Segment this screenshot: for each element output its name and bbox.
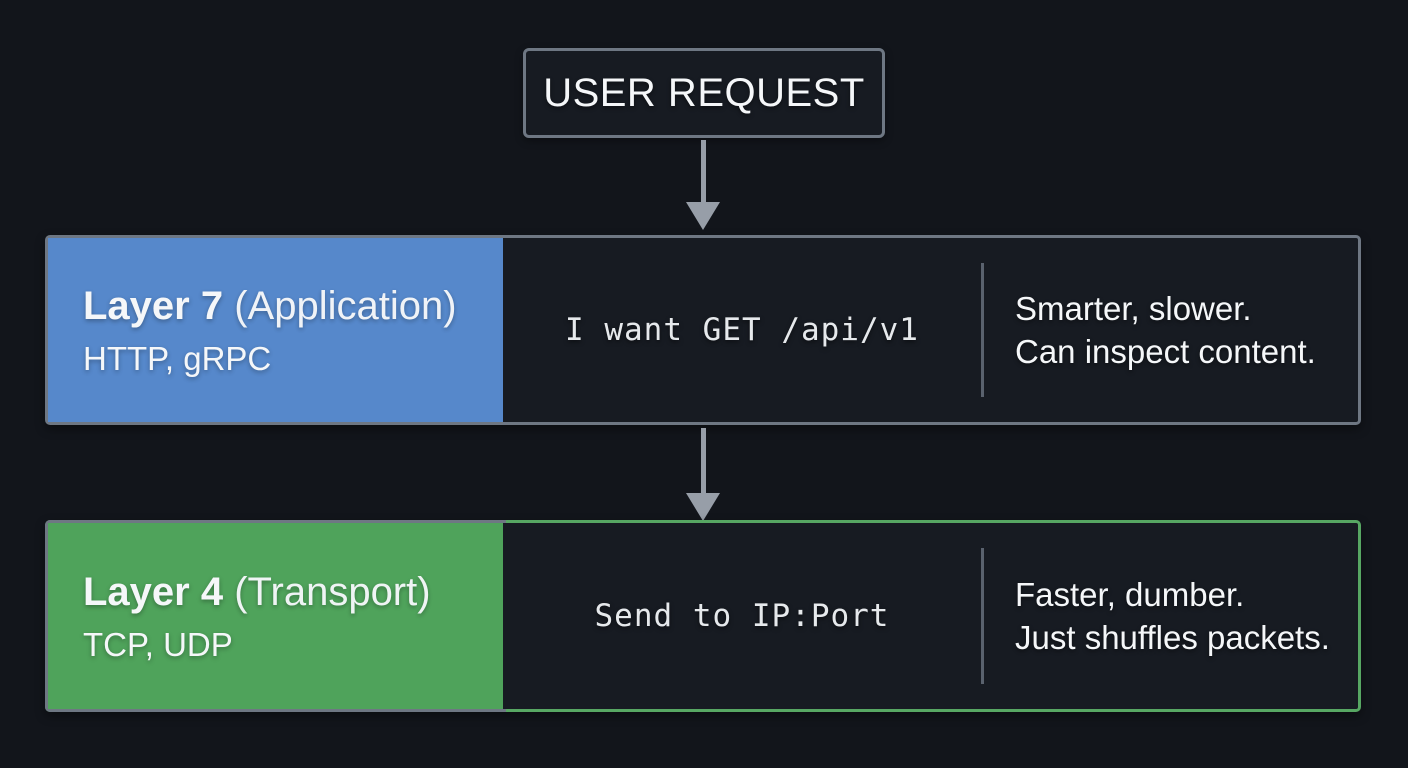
arrow-head: [686, 493, 720, 521]
layer7-name: Layer 7: [83, 284, 224, 328]
arrow-stem: [701, 140, 706, 203]
user-request-label: USER REQUEST: [543, 70, 865, 115]
layer4-name: Layer 4: [83, 570, 224, 614]
layer7-label-panel: Layer 7 (Application) HTTP, gRPC: [48, 238, 503, 422]
arrow-head: [686, 202, 720, 230]
layer7-protocols: HTTP, gRPC: [83, 340, 272, 377]
layer4-protocols: TCP, UDP: [83, 626, 233, 663]
layer4-note-line2: Just shuffles packets.: [1015, 619, 1330, 656]
down-arrow-icon: [686, 140, 720, 230]
layer4-label-panel: Layer 4 (Transport) TCP, UDP: [48, 523, 503, 709]
layer4-divider: [981, 548, 984, 684]
layer4-message: Send to IP:Port: [594, 598, 890, 634]
layer7-title: Layer 7 (Application): [83, 282, 503, 330]
down-arrow-icon: [686, 428, 720, 521]
layer7-divider: [981, 263, 984, 397]
layer7-message-zone: I want GET /api/v1: [503, 238, 981, 422]
layer7-message: I want GET /api/v1: [565, 312, 919, 348]
layer7-note-zone: Smarter, slower. Can inspect content.: [1015, 238, 1358, 422]
layer4-title: Layer 4 (Transport): [83, 568, 503, 616]
layer4-note-zone: Faster, dumber. Just shuffles packets.: [1015, 523, 1358, 709]
layer7-qualifier: (Application): [234, 284, 457, 328]
layer4-qualifier: (Transport): [234, 570, 431, 614]
layer4-row: Layer 4 (Transport) TCP, UDP Send to IP:…: [45, 520, 1361, 712]
user-request-box: USER REQUEST: [523, 48, 885, 138]
layer4-message-zone: Send to IP:Port: [503, 523, 981, 709]
layer7-note-line2: Can inspect content.: [1015, 333, 1316, 370]
arrow-stem: [701, 428, 706, 494]
layer7-note-line1: Smarter, slower.: [1015, 290, 1252, 327]
layer4-note-line1: Faster, dumber.: [1015, 576, 1245, 613]
layer7-row: Layer 7 (Application) HTTP, gRPC I want …: [45, 235, 1361, 425]
